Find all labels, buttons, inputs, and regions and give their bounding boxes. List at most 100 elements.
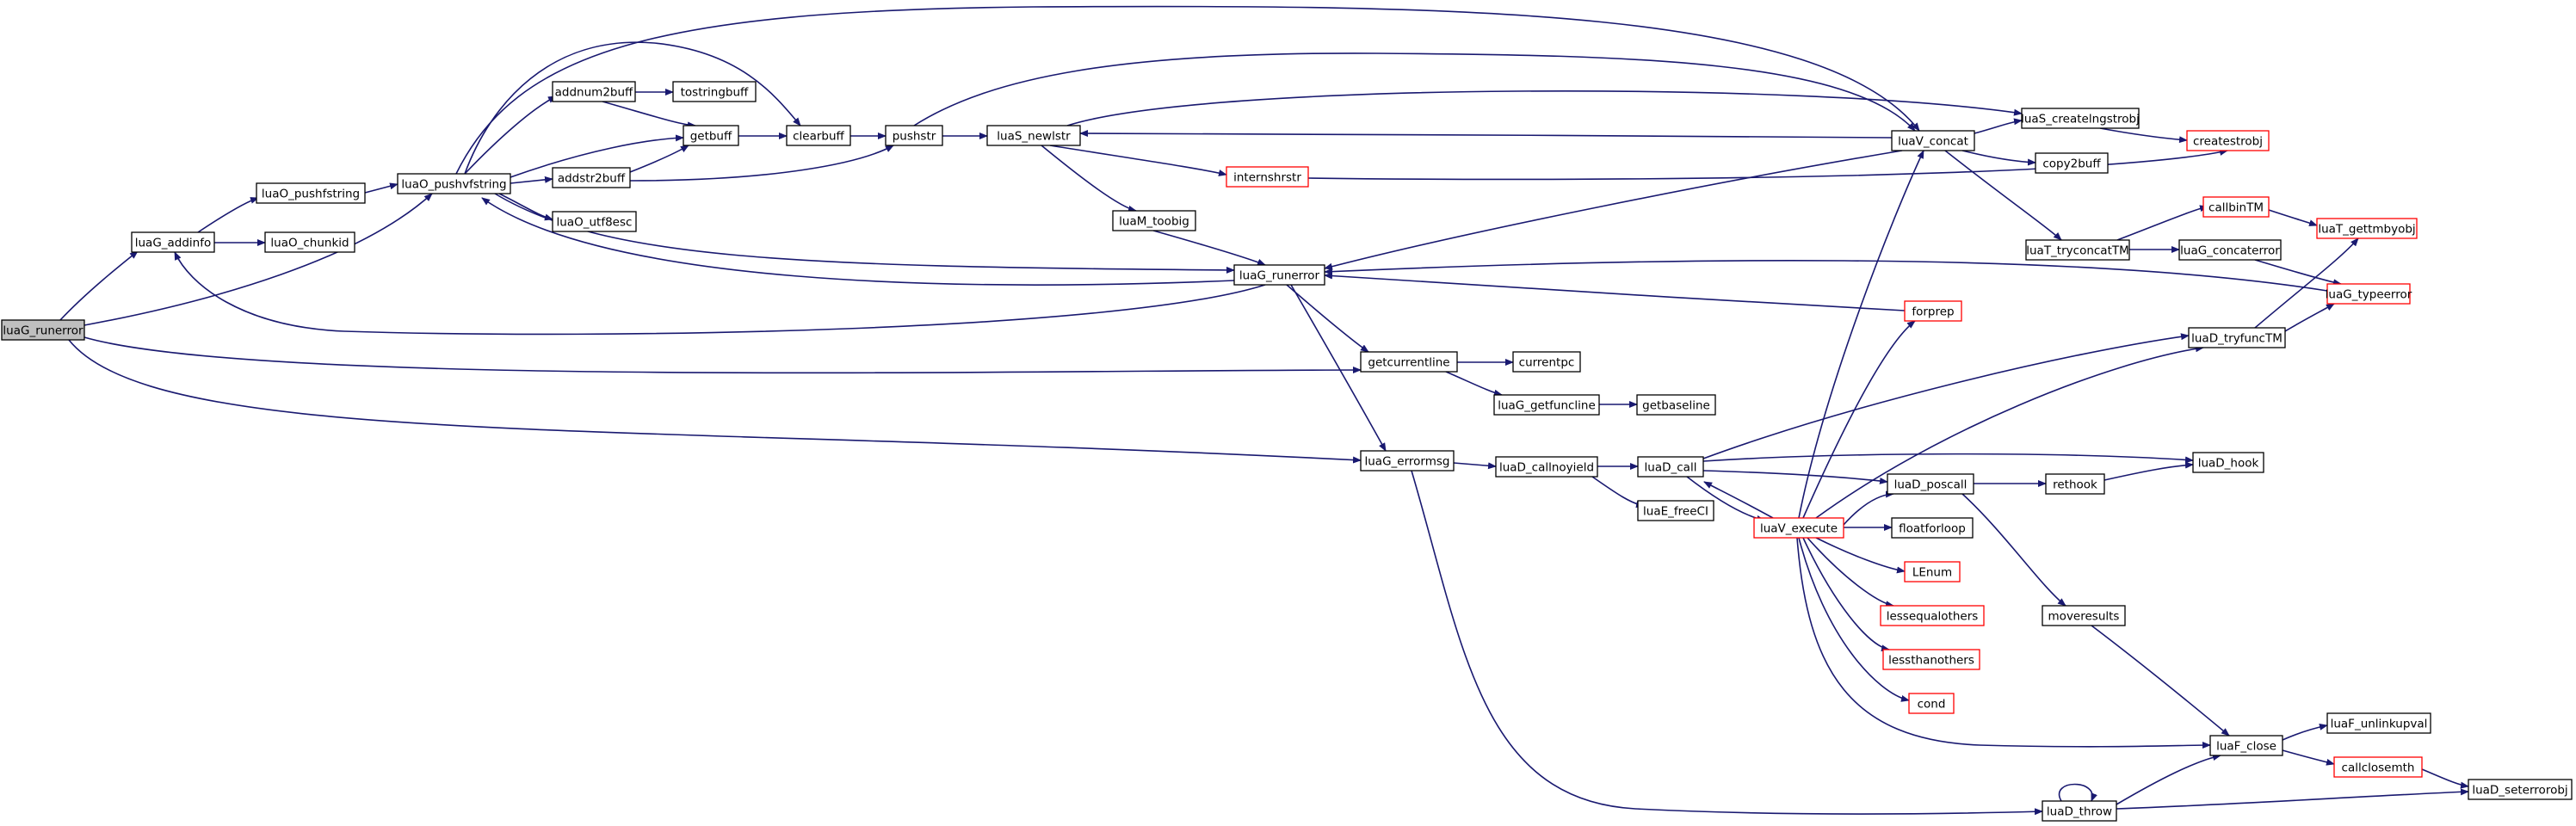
node-luaD-tryfuncTM[interactable]: luaD_tryfuncTM xyxy=(2188,327,2286,348)
node-internshrstr[interactable]: internshrstr xyxy=(1226,166,1309,188)
node-luaD-hook[interactable]: luaD_hook xyxy=(2192,452,2264,473)
node-luaS-createlngstrobj[interactable]: luaS_createlngstrobj xyxy=(2021,108,2140,129)
node-copy2buff[interactable]: copy2buff xyxy=(2035,152,2109,174)
node-luaT-tryconcatTM[interactable]: luaT_tryconcatTM xyxy=(2025,239,2130,261)
node-luaD-seterrorobj[interactable]: luaD_seterrorobj xyxy=(2468,779,2573,800)
node-box xyxy=(1112,210,1196,231)
edge-luaO-pushfstring-to-luaO-pushvfstring xyxy=(364,182,398,194)
node-label: luaF_close xyxy=(2216,740,2276,754)
edge-luaD-throw-to-luaD-throw xyxy=(2058,783,2097,802)
edge-addstr2buff-to-pushstr xyxy=(629,145,894,182)
node-box xyxy=(1493,394,1600,416)
node-moveresults[interactable]: moveresults xyxy=(2042,605,2126,626)
node-lessthanothers[interactable]: lessthanothers xyxy=(1882,649,1980,670)
node-getbaseline[interactable]: getbaseline xyxy=(1636,394,1716,416)
node-box xyxy=(1753,517,1844,539)
node-getbuff[interactable]: getbuff xyxy=(683,125,739,146)
node-luaG-runerror[interactable]: luaG_runerror xyxy=(1233,264,1325,286)
edge-luaG-runerror-root-to-luaG-errormsg xyxy=(68,339,1362,464)
edge-luaV-execute-to-forprep xyxy=(1802,320,1916,519)
node-label: luaO_utf8esc xyxy=(557,216,633,230)
node-box xyxy=(256,182,366,204)
node-rethook[interactable]: rethook xyxy=(2045,473,2105,495)
node-luaD-callnoyield[interactable]: luaD_callnoyield xyxy=(1495,456,1598,478)
node-box xyxy=(1637,500,1714,521)
node-luaD-poscall[interactable]: luaD_poscall xyxy=(1887,473,1974,495)
node-label: luaV_execute xyxy=(1760,522,1838,536)
edge-luaS-newlstr-to-luaM-toobig xyxy=(1041,145,1137,213)
edge-luaG-concaterror-to-luaG-typeerror xyxy=(2254,259,2342,287)
node-luaO-pushfstring[interactable]: luaO_pushfstring xyxy=(256,182,366,204)
node-box xyxy=(2025,239,2130,261)
node-getcurrentline[interactable]: getcurrentline xyxy=(1360,351,1458,373)
node-label: LEnum xyxy=(1912,566,1952,580)
node-box xyxy=(2186,130,2270,151)
edge-luaD-call-to-luaD-tryfuncTM xyxy=(1702,333,2190,459)
node-luaE-freeCI[interactable]: luaE_freeCI xyxy=(1637,500,1714,521)
node-luaF-unlinkupval[interactable]: luaF_unlinkupval xyxy=(2326,712,2431,734)
edge-luaV-execute-to-lessequalothers xyxy=(1807,537,1894,608)
node-callclosemth[interactable]: callclosemth xyxy=(2333,756,2423,778)
node-clearbuff[interactable]: clearbuff xyxy=(786,125,851,146)
node-addstr2buff[interactable]: addstr2buff xyxy=(552,167,631,188)
edge-luaG-runerror-root-to-getcurrentline xyxy=(83,336,1362,374)
node-label: luaM_toobig xyxy=(1119,215,1189,229)
node-box xyxy=(2192,452,2264,473)
edge-luaV-execute-to-luaD-call xyxy=(1703,481,1774,519)
node-luaO-chunkid[interactable]: luaO_chunkid xyxy=(264,231,355,253)
node-luaM-toobig[interactable]: luaM_toobig xyxy=(1112,210,1196,231)
node-label: pushstr xyxy=(893,130,936,144)
node-label: luaD_tryfuncTM xyxy=(2191,332,2283,346)
node-luaS-newlstr[interactable]: luaS_newlstr xyxy=(986,125,1081,146)
edge-rethook-to-luaD-hook xyxy=(2103,461,2194,481)
node-luaG-getfuncline[interactable]: luaG_getfuncline xyxy=(1493,394,1600,416)
edge-luaG-runerror-to-luaG-errormsg xyxy=(1290,284,1387,452)
node-label: luaF_unlinkupval xyxy=(2331,718,2428,731)
edge-luaV-concat-to-luaS-createlngstrobj xyxy=(1974,118,2023,134)
node-lessequalothers[interactable]: lessequalothers xyxy=(1880,605,1985,626)
node-label: tostringbuff xyxy=(681,86,749,100)
node-luaO-utf8esc[interactable]: luaO_utf8esc xyxy=(552,211,637,232)
node-floatforloop[interactable]: floatforloop xyxy=(1891,517,1974,539)
edge-luaV-execute-to-lessthanothers xyxy=(1802,537,1890,652)
node-forprep[interactable]: forprep xyxy=(1904,300,1962,322)
node-currentpc[interactable]: currentpc xyxy=(1512,351,1581,373)
edge-luaG-errormsg-to-luaD-callnoyield xyxy=(1453,462,1497,470)
edge-luaF-close-to-callclosemth xyxy=(2282,749,2335,766)
node-label: luaO_pushvfstring xyxy=(401,178,506,192)
node-createstrobj[interactable]: createstrobj xyxy=(2186,130,2270,151)
node-box xyxy=(552,211,637,232)
node-luaF-close[interactable]: luaF_close xyxy=(2209,735,2283,756)
edge-luaV-execute-to-luaD-poscall xyxy=(1843,490,1894,526)
node-luaG-typeerror[interactable]: luaG_typeerror xyxy=(2326,283,2412,305)
node-luaT-gettmbyobj[interactable]: luaT_gettmbyobj xyxy=(2316,218,2418,239)
edge-luaO-pushvfstring-to-luaV-concat xyxy=(455,5,1920,175)
node-luaD-call[interactable]: luaD_call xyxy=(1637,456,1704,478)
edge-luaV-concat-to-luaS-newlstr xyxy=(1079,130,1893,139)
node-label: luaE_freeCI xyxy=(1643,505,1708,519)
node-callbinTM[interactable]: callbinTM xyxy=(2202,196,2270,218)
node-tostringbuff[interactable]: tostringbuff xyxy=(672,81,757,102)
node-luaO-pushvfstring[interactable]: luaO_pushvfstring xyxy=(397,173,511,194)
node-luaV-concat[interactable]: luaV_concat xyxy=(1891,130,1975,151)
edge-luaS-newlstr-to-internshrstr xyxy=(1049,145,1227,176)
node-luaG-errormsg[interactable]: luaG_errormsg xyxy=(1360,450,1455,472)
node-box xyxy=(1891,130,1975,151)
node-box xyxy=(397,173,511,194)
node-box xyxy=(1887,473,1974,495)
node-luaV-execute[interactable]: luaV_execute xyxy=(1753,517,1844,539)
edge-luaD-throw-to-luaD-seterrorobj xyxy=(2116,788,2469,810)
node-addnum2buff[interactable]: addnum2buff xyxy=(552,81,636,102)
node-luaG-concaterror[interactable]: luaG_concaterror xyxy=(2178,239,2282,261)
node-box xyxy=(552,167,631,188)
node-box xyxy=(1360,351,1458,373)
node-cond[interactable]: cond xyxy=(1908,693,1955,714)
edge-luaM-toobig-to-luaG-runerror xyxy=(1152,230,1266,266)
node-LEnum[interactable]: LEnum xyxy=(1904,561,1961,583)
edge-luaO-pushvfstring-to-addnum2buff xyxy=(464,96,557,175)
node-luaD-throw[interactable]: luaD_throw xyxy=(2042,800,2117,822)
node-luaG-runerror-root[interactable]: luaG_runerror xyxy=(1,319,85,341)
node-pushstr[interactable]: pushstr xyxy=(885,125,943,146)
node-luaG-addinfo[interactable]: luaG_addinfo xyxy=(131,231,215,253)
node-label: luaS_createlngstrobj xyxy=(2021,113,2140,126)
